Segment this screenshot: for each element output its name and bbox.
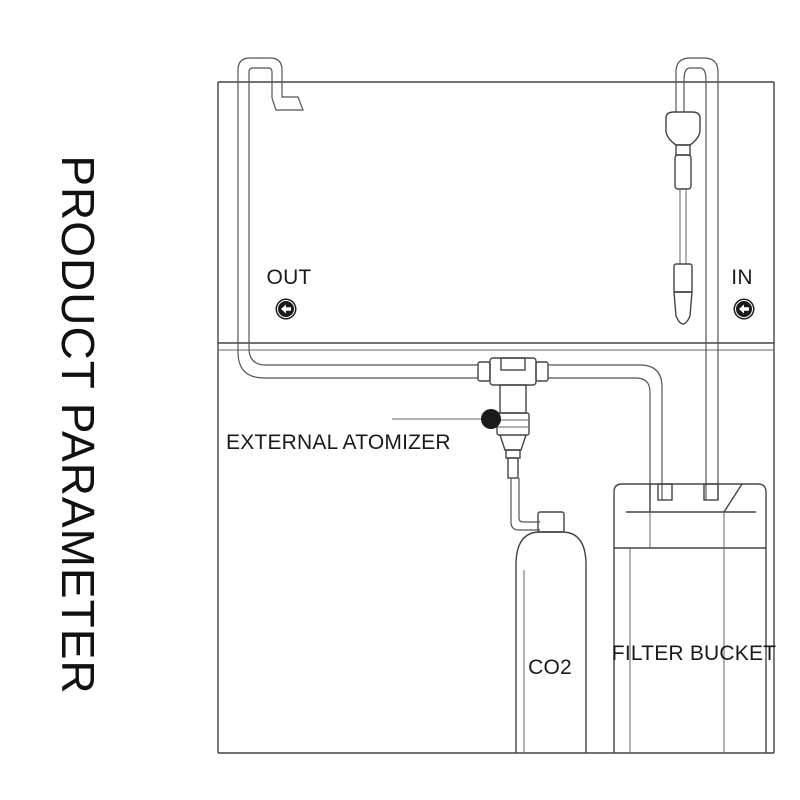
left-arrow-circle-icon bbox=[733, 298, 755, 320]
external-atomizer-label: EXTERNAL ATOMIZER bbox=[226, 431, 451, 454]
in-label: IN bbox=[731, 266, 752, 289]
left-arrow-circle-icon bbox=[275, 298, 297, 320]
external-atomizer bbox=[496, 384, 530, 479]
co2-hose bbox=[510, 478, 540, 531]
out-label: OUT bbox=[267, 266, 312, 289]
page-title: PRODUCT PARAMETER bbox=[52, 155, 104, 694]
filter-return-pipe bbox=[548, 364, 663, 500]
outflow-pipe bbox=[237, 57, 478, 379]
co2-label: CO2 bbox=[528, 656, 572, 679]
intake-pipe bbox=[665, 57, 719, 500]
co2-cylinder bbox=[515, 511, 587, 753]
filter-bucket-label: FILTER BUCKET bbox=[612, 642, 776, 665]
filter-bucket bbox=[613, 483, 767, 753]
dot-marker-icon bbox=[481, 409, 501, 429]
atomizer-tee bbox=[477, 357, 549, 386]
aquarium-tank bbox=[217, 81, 775, 754]
